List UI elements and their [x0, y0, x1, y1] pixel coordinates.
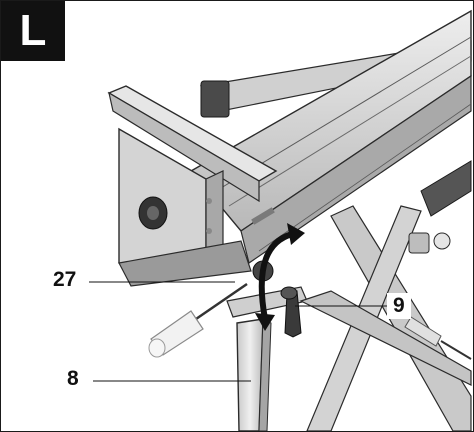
- screwdriver: [148, 282, 248, 358]
- figure-label: L: [1, 1, 65, 61]
- clamping-lever: [252, 260, 302, 338]
- callout-9: 9: [387, 293, 411, 319]
- hex-key-tool: [404, 316, 472, 360]
- callout-27: 27: [53, 268, 77, 291]
- callout-leaders: [89, 281, 387, 382]
- front-leg: [226, 286, 472, 431]
- callout-8: 8: [67, 367, 79, 390]
- workpiece-support: [107, 85, 278, 287]
- rotation-arrow-icon: [255, 223, 305, 331]
- extension-rail: [189, 9, 472, 264]
